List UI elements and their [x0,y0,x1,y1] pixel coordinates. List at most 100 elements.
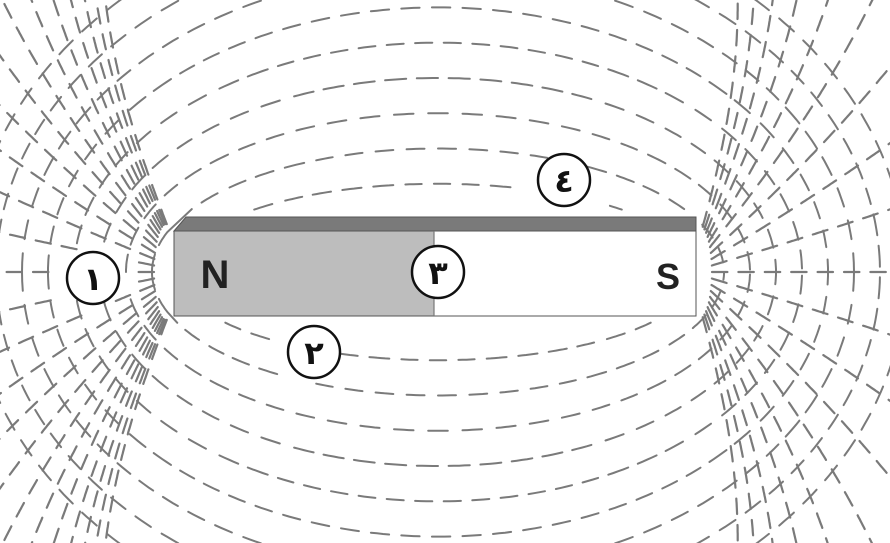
field-line-segment [30,171,46,183]
field-line-segment [90,66,98,84]
field-line-segment [130,363,140,380]
field-line-segment [674,167,692,180]
field-line-segment [706,306,716,322]
field-line-segment [49,432,63,449]
field-line-segment [753,325,764,342]
field-line-segment [479,461,503,466]
field-line-segment [61,502,69,520]
field-line-segment [522,526,542,532]
field-line-segment [747,33,752,52]
field-line-segment [129,134,138,152]
field-line-segment [57,399,70,414]
field-line-segment [724,359,732,376]
field-line-segment [732,111,739,130]
field-line-segment [815,512,824,530]
field-line-segment [0,346,11,354]
field-line-segment [125,253,129,273]
field-line-segment [34,299,52,305]
field-line-segment [74,510,82,528]
field-line-segment [330,48,349,54]
field-line-segment [800,193,816,205]
field-line-segment [759,405,775,422]
field-line-segment [827,413,839,430]
field-line-segment [142,368,150,385]
field-line-segment [228,179,247,189]
field-line-segment [824,62,838,80]
field-line-segment [52,346,68,358]
field-line-segment [755,311,771,322]
field-line-segment [384,77,408,82]
field-line-segment [586,370,608,379]
field-line-segment [24,440,37,455]
field-line-segment [741,117,748,135]
field-line-segment [510,457,534,463]
field-line-segment [784,439,794,456]
field-line-segment [142,236,157,249]
field-line-segment [738,86,744,104]
field-line-segment [21,384,31,402]
field-line-segment [30,361,46,373]
field-line-segment [102,329,117,343]
field-line-segment [741,409,748,427]
field-line-segment [697,183,713,197]
field-line-segment [605,332,626,341]
field-line-segment [138,479,155,492]
field-line-segment [57,130,72,150]
field-line-segment [17,335,35,345]
field-line-segment [107,467,114,486]
field-line-segment [697,37,715,49]
field-line-segment [761,244,779,252]
field-line-segment [744,500,762,514]
field-line-segment [184,364,202,377]
field-line-segment [744,381,758,396]
field-line-segment [840,110,854,124]
field-line-segment [116,462,132,475]
field-line-segment [827,114,839,131]
field-line-segment [160,532,180,543]
field-line-segment [80,453,89,471]
field-line-segment [710,259,728,267]
field-line-segment [661,480,678,490]
field-line-segment [84,138,96,154]
field-line-segment [56,468,66,485]
field-line-segment [661,54,678,64]
field-line-segment [729,353,738,370]
field-line-segment [447,464,471,467]
field-line-segment [461,183,480,186]
marker-3: ٣ [410,244,466,300]
field-line-segment [865,149,881,161]
field-line-segment [0,310,3,326]
field-line-segment [719,363,726,381]
field-line-segment [471,42,491,46]
field-line-segment [875,70,888,85]
field-line-segment [784,25,792,43]
field-line-segment [106,376,118,392]
field-line-segment [729,174,738,191]
field-line-segment [156,317,165,335]
field-line-segment [784,88,794,105]
field-line-segment [131,202,143,218]
field-line-segment [114,241,132,251]
field-line-segment [791,0,798,17]
field-line-segment [284,195,304,202]
field-line-segment [344,151,364,157]
field-line-segment [710,277,728,285]
field-line-segment [55,434,66,450]
field-line-segment [811,228,829,236]
field-line-segment [82,347,97,360]
field-line-segment [151,375,169,390]
field-line-segment [228,41,246,50]
field-line-segment [114,57,120,75]
field-line-segment [145,341,154,359]
field-line-segment [108,339,122,354]
field-line-segment [635,420,655,430]
field-line-segment [8,68,21,83]
field-line-segment [125,168,136,185]
field-line-segment [872,213,879,237]
field-line-segment [635,43,654,52]
field-line-segment [24,130,39,144]
field-line-segment [721,479,738,492]
field-line-segment [149,310,161,326]
field-line-segment [74,151,87,165]
field-line-segment [138,367,147,385]
